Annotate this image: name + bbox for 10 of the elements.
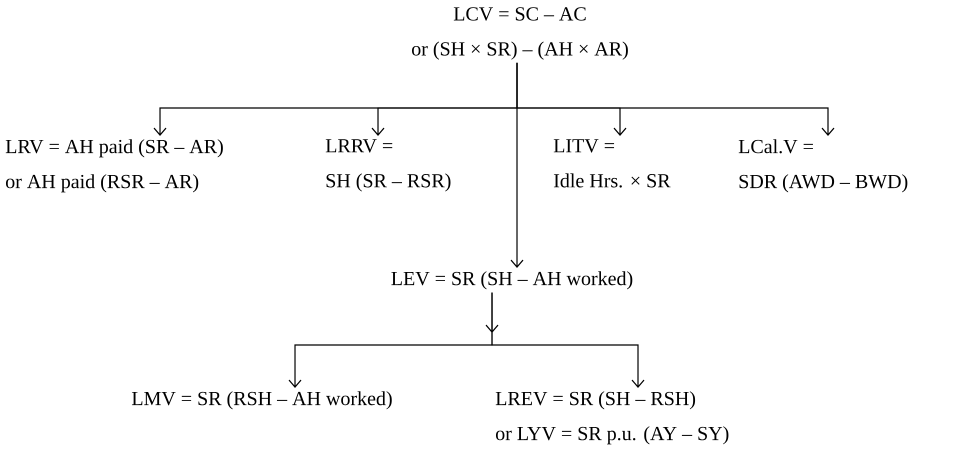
formula-text: LEV = SR (SH – AH worked) (391, 271, 632, 290)
arrow (486, 292, 498, 333)
formula-text: LCV = SC – AC or (SH × SR) – (AH × AR) (412, 7, 628, 60)
arrow (510, 62, 524, 268)
formula-text: LITV = Idle Hrs. × SR (554, 139, 671, 188)
formula-text: LRRV = SH (SR – RSR) (326, 139, 450, 192)
formula-text: LMV = SR (RSH – AH worked) (132, 391, 392, 410)
formula-text: LRV = AH paid (SR – AR) or AH paid (RSR – AR) (6, 139, 223, 192)
formula-text: LREV = SR (SH – RSH) or LYV = SR p.u. (AY – SY) (496, 391, 728, 444)
formula-text: LCal.V = SDR (AWD – BWD) (738, 139, 908, 192)
